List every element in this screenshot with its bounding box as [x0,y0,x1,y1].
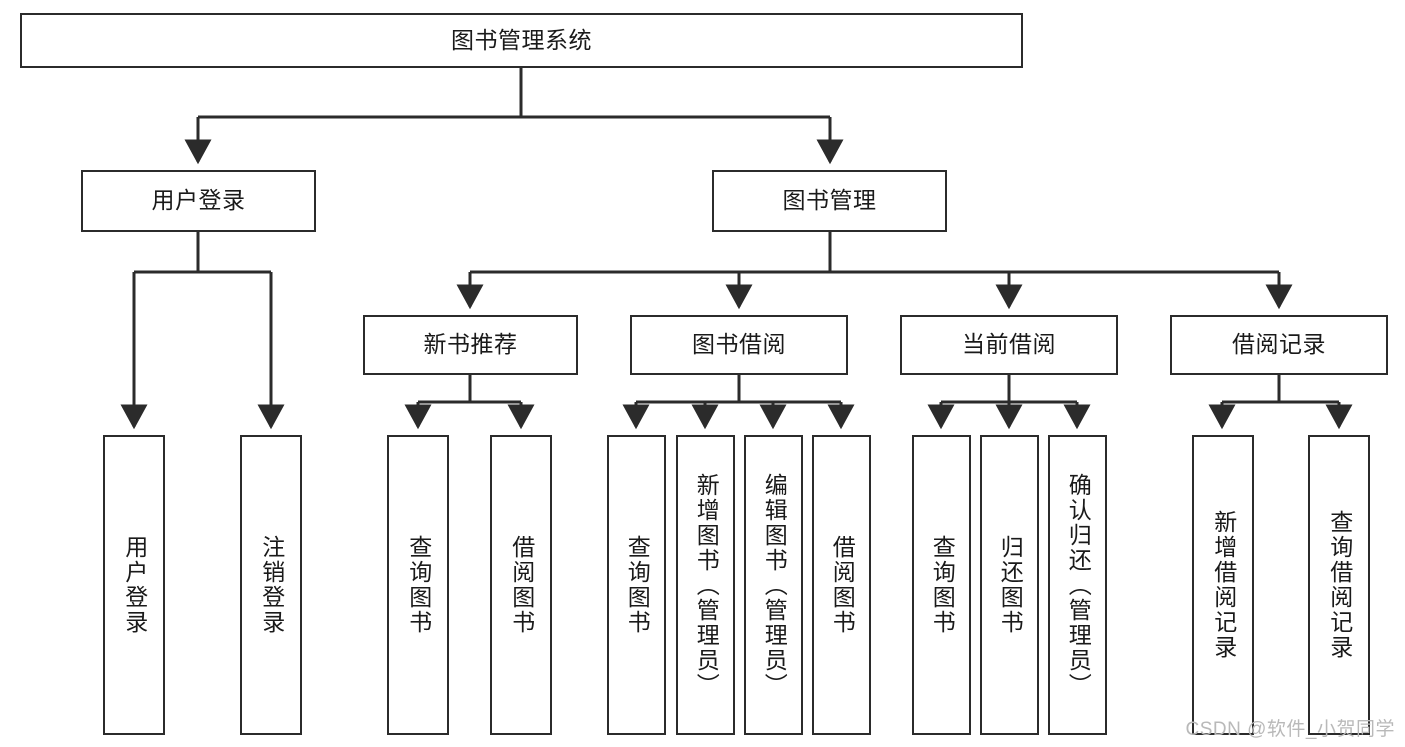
node-label: 借阅图书 [829,535,856,635]
node-leaf-search-books-borrow[interactable]: 查询图书 [607,435,666,735]
node-leaf-logout[interactable]: 注销登录 [240,435,302,735]
node-label: 查询图书 [405,535,432,635]
node-borrowing-records[interactable]: 借阅记录 [1170,315,1388,375]
node-label: 图书借阅 [692,331,786,358]
node-user-login[interactable]: 用户登录 [81,170,316,232]
node-label: 新增图书（管理员） [693,472,720,698]
node-label: 图书管理 [782,187,877,214]
node-label: 注销登录 [258,535,285,635]
node-label: 借阅图书 [508,535,535,635]
node-label: 查询图书 [624,535,651,635]
node-label: 当前借阅 [962,331,1056,358]
node-label: 用户登录 [151,187,246,214]
node-label: 用户登录 [121,535,148,635]
node-book-management[interactable]: 图书管理 [712,170,947,232]
node-leaf-search-books-new[interactable]: 查询图书 [387,435,449,735]
node-label: 编辑图书（管理员） [761,472,788,698]
node-leaf-borrow-books-new[interactable]: 借阅图书 [490,435,552,735]
node-label: 新增借阅记录 [1210,510,1237,660]
node-leaf-add-book-admin[interactable]: 新增图书（管理员） [676,435,735,735]
node-new-book-recommendation[interactable]: 新书推荐 [363,315,578,375]
node-label: 新书推荐 [423,331,518,358]
node-book-borrowing[interactable]: 图书借阅 [630,315,848,375]
watermark: CSDN @软件_小贺同学 [1185,719,1395,740]
node-label: 查询借阅记录 [1326,510,1353,660]
node-leaf-borrow-book[interactable]: 借阅图书 [812,435,871,735]
node-leaf-return-book[interactable]: 归还图书 [980,435,1039,735]
node-leaf-add-borrow-record[interactable]: 新增借阅记录 [1192,435,1254,735]
node-root-system[interactable]: 图书管理系统 [20,13,1023,68]
node-leaf-user-login[interactable]: 用户登录 [103,435,165,735]
node-current-borrowing[interactable]: 当前借阅 [900,315,1118,375]
node-label: 借阅记录 [1232,331,1326,358]
node-leaf-search-books-current[interactable]: 查询图书 [912,435,971,735]
node-label: 图书管理系统 [451,26,592,53]
node-label: 查询图书 [929,535,956,635]
node-leaf-search-borrow-record[interactable]: 查询借阅记录 [1308,435,1370,735]
node-leaf-edit-book-admin[interactable]: 编辑图书（管理员） [744,435,803,735]
node-leaf-confirm-return-admin[interactable]: 确认归还（管理员） [1048,435,1107,735]
node-label: 归还图书 [997,535,1024,635]
node-label: 确认归还（管理员） [1065,472,1092,698]
